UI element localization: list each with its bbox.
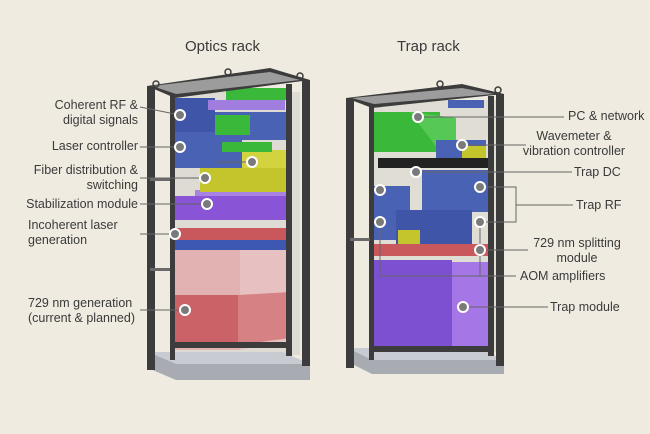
label-trap-dc: Trap DC [574,165,621,179]
marker-trap-dc [410,166,422,178]
label-fiber-distribution: Fiber distribution & switching [33,163,138,192]
optics-rack [147,68,310,380]
marker-stabilization [201,198,213,210]
label-laser-controller: Laser controller [51,139,138,153]
marker-729-splitting [474,244,486,256]
marker-trap-rf-upper [474,181,486,193]
marker-fiber-distribution [199,172,211,184]
label-coherent-rf: Coherent RF & digital signals [54,98,138,127]
label-stabilization: Stabilization module [26,197,138,211]
label-wavemeter: Wavemeter & vibration controller [522,129,626,158]
label-aom-amplifiers: AOM amplifiers [520,269,606,283]
marker-729-generation [179,304,191,316]
marker-coherent-rf [174,109,186,121]
marker-wavemeter [456,139,468,151]
label-pc-network: PC & network [568,109,645,123]
marker-trap-rf-lower [474,216,486,228]
marker-pc-network [412,111,424,123]
marker-incoherent-laser [169,228,181,240]
label-729-splitting: 729 nm splitting module [533,236,621,265]
label-trap-rf: Trap RF [576,198,622,212]
marker-trap-module [457,301,469,313]
marker-trap-rf-left [374,184,386,196]
label-trap-module: Trap module [550,300,620,314]
trap-markers [374,111,486,313]
trap-rack [346,80,504,374]
marker-aom-left [374,216,386,228]
trap-leaders [379,116,573,308]
optics-markers [169,109,258,316]
label-729-generation: 729 nm generation (current & planned) [28,296,136,325]
label-incoherent-laser: Incoherent laser generation [28,218,118,247]
trap-rack-title: Trap rack [397,38,460,55]
marker-laser-controller [174,141,186,153]
marker-fiber-distribution-green [246,156,258,168]
optics-rack-title: Optics rack [185,38,261,55]
